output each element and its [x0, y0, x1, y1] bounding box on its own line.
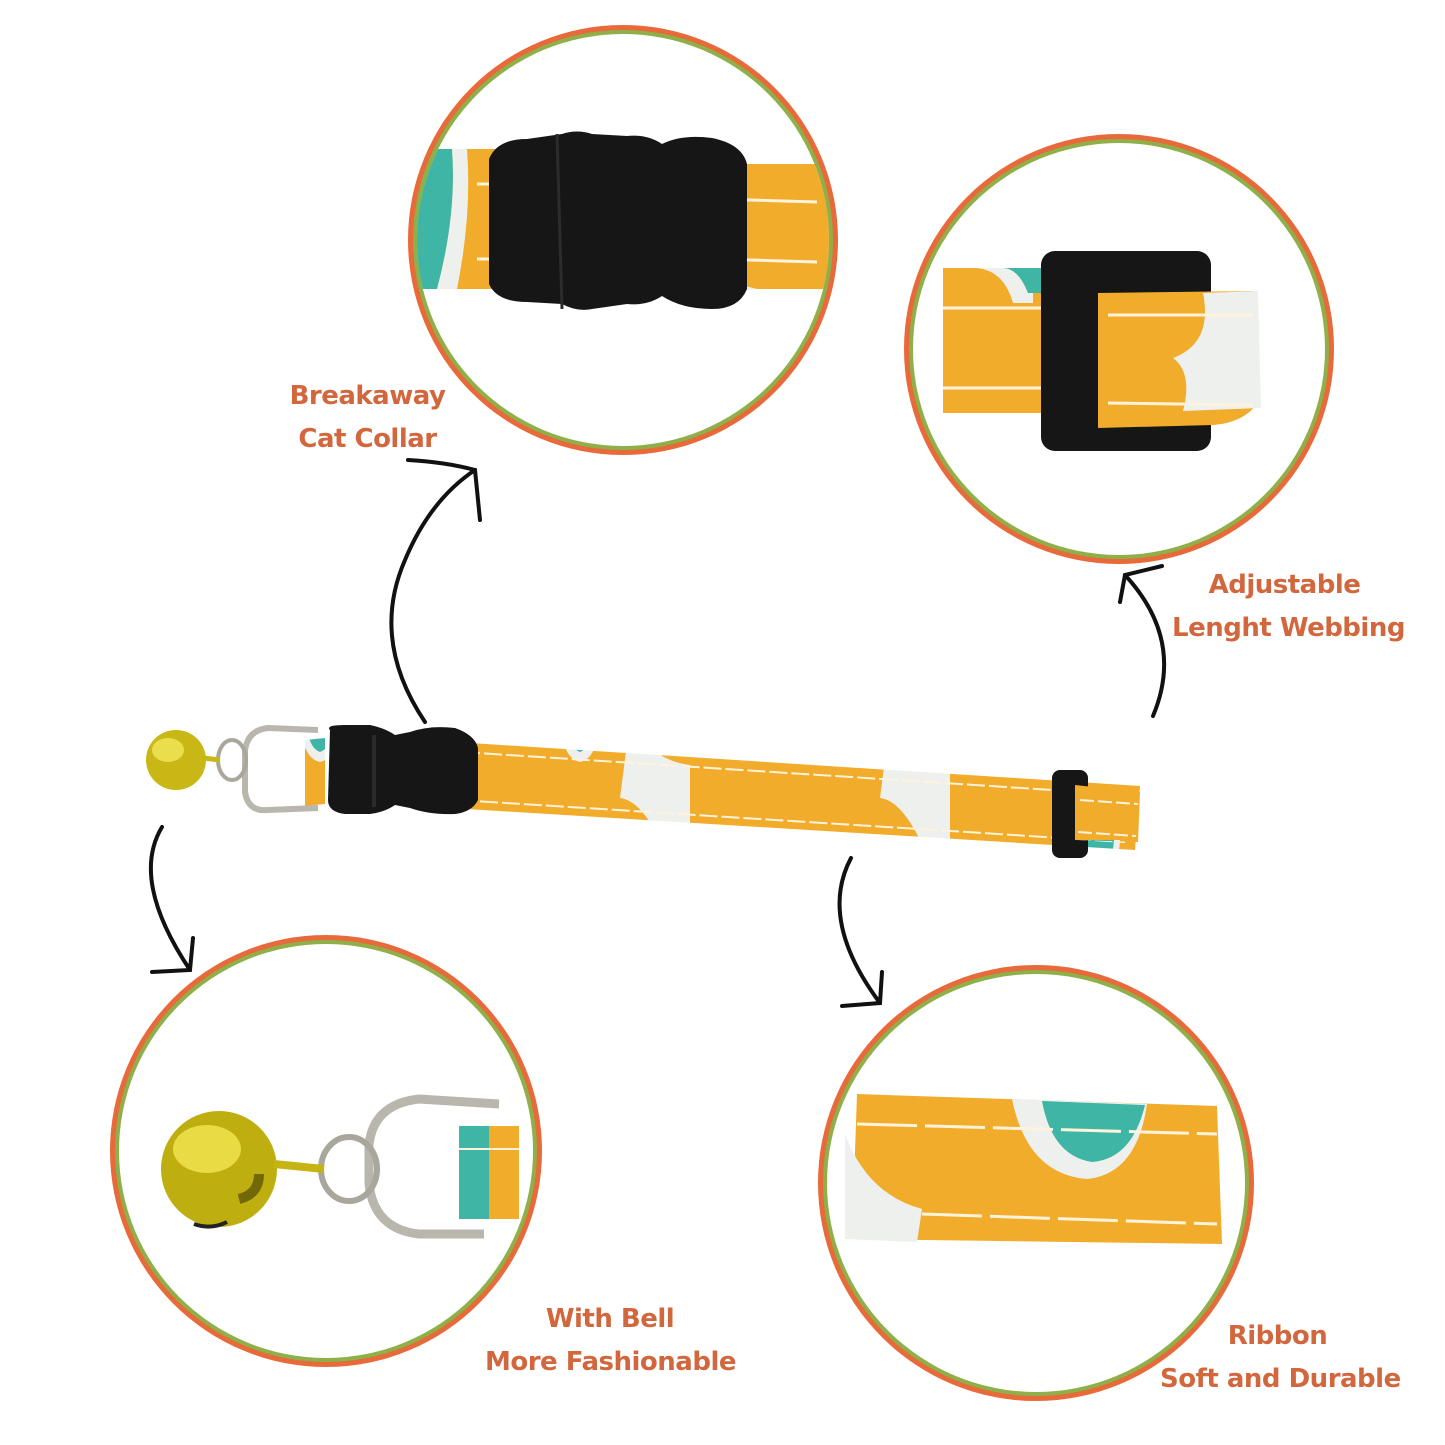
feature-circle-breakaway — [408, 25, 838, 455]
feature-circle-bell — [110, 935, 542, 1367]
feature-circle-adjustable — [904, 134, 1334, 564]
feature-title: Adjustable — [1208, 570, 1361, 600]
feature-label-breakaway: Breakaway Cat Collar — [275, 375, 460, 461]
d-ring — [216, 724, 319, 814]
feature-label-ribbon: Ribbon Soft and Durable — [1160, 1315, 1401, 1401]
feature-label-bell: With Bell More Fashionable — [485, 1298, 737, 1384]
feature-circle-ribbon — [818, 965, 1254, 1401]
breakaway-buckle-icon — [417, 131, 829, 310]
arrow-breakaway-icon — [389, 468, 477, 724]
feature-subtitle: Lenght Webbing — [1172, 613, 1405, 643]
bell — [146, 730, 221, 790]
feature-title: Breakaway — [289, 381, 446, 411]
ribbon-fabric-icon — [845, 1094, 1222, 1244]
feature-subtitle: More Fashionable — [485, 1347, 737, 1377]
feature-subtitle: Soft and Durable — [1160, 1364, 1401, 1394]
collar-ribbon — [305, 738, 1140, 850]
arrowhead-adjustable-icon — [1118, 564, 1164, 604]
slider-buckle-icon — [943, 251, 1261, 451]
feature-subtitle: Cat Collar — [298, 424, 437, 454]
feature-label-adjustable: Adjustable Lenght Webbing — [1172, 564, 1405, 650]
slider-buckle — [1052, 770, 1140, 858]
feature-title: Ribbon — [1227, 1321, 1328, 1351]
arrow-adjustable-icon — [1123, 573, 1167, 718]
breakaway-buckle — [328, 725, 478, 815]
bell-icon — [161, 1094, 519, 1239]
feature-title: With Bell — [545, 1304, 675, 1334]
arrowhead-breakaway-icon — [406, 458, 482, 522]
